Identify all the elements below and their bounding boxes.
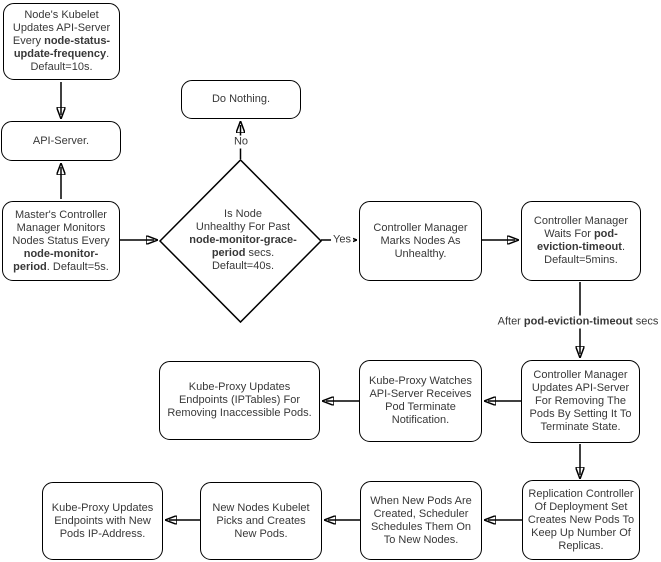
masters-controller-manager-box: Master's Controller Manager Monitors Nod… [2,201,120,281]
kube-proxy-new-ip-box: Kube-Proxy Updates Endpoints with New Po… [42,482,163,560]
controller-manager-waits-box: Controller Manager Waits For pod- evicti… [521,201,641,281]
decision-diamond-shape [158,158,323,324]
controller-manager-marks-label: Controller Manager Marks Nodes As Unheal… [373,221,468,260]
scheduler-schedules-box: When New Pods Are Created, Scheduler Sch… [360,481,482,560]
do-nothing-label: Do Nothing. [211,93,271,105]
controller-manager-marks-box: Controller Manager Marks Nodes As Unheal… [359,201,482,281]
decision-diamond-label: Is Node Unhealthy For Past node-monitor-… [189,208,297,272]
kube-proxy-watches-label: Kube-Proxy Watches API-Server Receives P… [369,375,472,426]
kube-proxy-new-ip-label: Kube-Proxy Updates Endpoints with New Po… [51,501,154,540]
kube-proxy-watches-box: Kube-Proxy Watches API-Server Receives P… [359,360,482,442]
controller-manager-waits-label: Controller Manager Waits For pod- evicti… [533,215,629,266]
edge-label-after-timeout: After pod-eviction-timeout secs [495,315,661,329]
kube-proxy-iptables-label: Kube-Proxy Updates Endpoints (IPTables) … [167,381,312,419]
node-kubelet-updates-label: Node's Kubelet Updates API-Server Every … [12,9,111,73]
edge-label-yes: Yes [331,233,353,247]
new-nodes-kubelet-label: New Nodes Kubelet Picks and Creates New … [212,501,310,540]
scheduler-schedules-label: When New Pods Are Created, Scheduler Sch… [370,494,472,546]
replication-controller-label: Replication Controller Of Deployment Set… [527,487,635,552]
node-kubelet-updates-box: Node's Kubelet Updates API-Server Every … [3,3,120,80]
edge-label-no: No [231,135,251,149]
new-nodes-kubelet-box: New Nodes Kubelet Picks and Creates New … [200,482,322,560]
replication-controller-box: Replication Controller Of Deployment Set… [522,480,640,560]
api-server-box: API-Server. [1,121,121,161]
api-server-label: API-Server. [32,134,90,147]
controller-manager-updates-box: Controller Manager Updates API-Server Fo… [521,360,640,443]
controller-manager-updates-label: Controller Manager Updates API-Server Fo… [529,369,632,433]
masters-controller-manager-label: Master's Controller Manager Monitors Nod… [12,208,110,273]
kube-proxy-iptables-box: Kube-Proxy Updates Endpoints (IPTables) … [159,361,320,440]
do-nothing-box: Do Nothing. [181,80,301,119]
